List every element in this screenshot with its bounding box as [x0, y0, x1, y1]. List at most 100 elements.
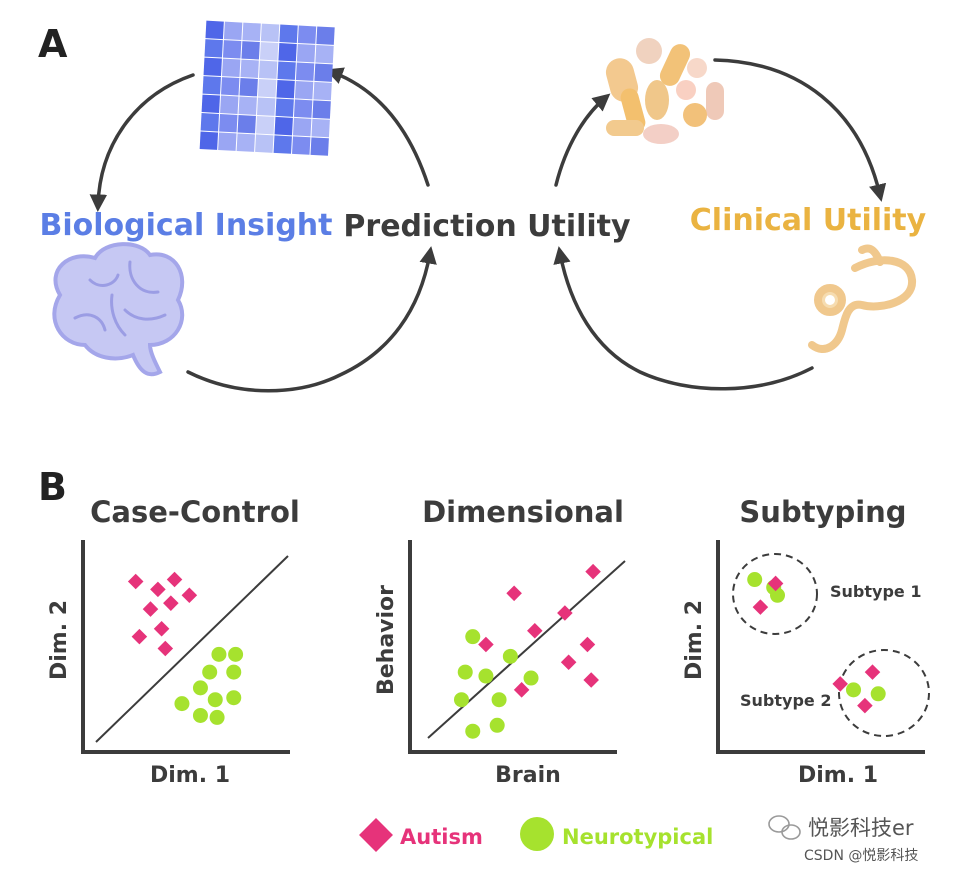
plot-title: Subtyping	[739, 495, 906, 529]
decision-boundary	[95, 555, 289, 743]
matrix-cell	[236, 133, 256, 152]
autism-point	[583, 672, 599, 688]
matrix-cell	[199, 131, 219, 150]
matrix-cell	[218, 132, 237, 151]
panel-a-label: A	[38, 22, 68, 66]
matrix-cell	[256, 115, 275, 135]
neurotypical-point	[502, 648, 518, 664]
matrix-cell	[310, 137, 329, 156]
watermark: 悦影科技er CSDN @悦影科技	[768, 815, 918, 864]
stethoscope-icon	[808, 244, 916, 353]
matrix-icon	[199, 20, 335, 156]
matrix-cell	[313, 81, 332, 101]
plot-axes	[81, 540, 290, 754]
wechat-icon	[768, 815, 801, 840]
neurotypical-legend-marker	[520, 817, 554, 851]
matrix-cell	[260, 23, 280, 42]
plot-title: Case-Control	[90, 495, 300, 529]
matrix-cell	[312, 100, 331, 119]
matrix-cell	[203, 57, 222, 77]
subtype-1-label: Subtype 1	[830, 582, 921, 601]
matrix-cell	[293, 99, 313, 118]
autism-point	[752, 599, 769, 615]
matrix-cell	[205, 20, 224, 40]
neurotypical-point	[211, 646, 227, 662]
left-cycle-arrows	[89, 67, 437, 393]
neurotypical-point	[453, 692, 469, 708]
subtype-1-cluster	[732, 553, 818, 635]
subtyping-plot: Subtyping Subtype 1 Subtype 2 Dim. 1 Dim…	[682, 495, 930, 788]
biological-insight-label: Biological Insight	[40, 208, 333, 243]
neurotypical-point	[478, 668, 494, 684]
matrix-cell	[273, 135, 292, 154]
subtype-2-cluster	[838, 649, 930, 737]
plot-points	[747, 572, 886, 714]
matrix-cell	[202, 76, 221, 95]
matrix-cell	[277, 61, 296, 80]
right-cycle-arrows	[553, 58, 887, 391]
matrix-cell	[258, 60, 278, 79]
matrix-cell	[275, 98, 294, 117]
matrix-cell	[316, 26, 335, 45]
autism-point	[767, 575, 784, 592]
autism-point	[557, 605, 573, 621]
autism-point	[513, 682, 530, 698]
neurotypical-point	[770, 587, 785, 603]
matrix-cell	[221, 77, 240, 96]
neurotypical-point	[747, 572, 763, 588]
plot-title: Dimensional	[422, 495, 624, 529]
plot-points	[453, 563, 601, 739]
neurotypical-point	[491, 692, 507, 708]
neurotypical-point	[228, 646, 244, 662]
neurotypical-point	[209, 709, 225, 725]
matrix-cell	[200, 113, 220, 132]
brain-icon	[52, 242, 185, 377]
matrix-cell	[295, 62, 315, 81]
autism-point	[506, 585, 522, 602]
matrix-cell	[257, 79, 277, 98]
neurotypical-point	[465, 629, 481, 645]
prediction-utility-label: Prediction Utility	[343, 209, 631, 244]
neurotypical-point	[846, 682, 861, 698]
matrix-cell	[222, 40, 242, 59]
autism-point	[131, 628, 148, 645]
matrix-cell	[204, 39, 223, 58]
autism-point	[832, 676, 848, 692]
regression-line	[427, 560, 626, 739]
neurotypical-legend-label: Neurotypical	[562, 825, 713, 849]
plot-axes	[716, 540, 925, 754]
x-axis-label: Dim. 1	[150, 763, 230, 788]
matrix-cell	[311, 118, 330, 138]
autism-point	[864, 664, 881, 680]
neurotypical-point	[457, 664, 473, 680]
matrix-cell	[255, 134, 274, 153]
matrix-cell	[274, 116, 293, 136]
autism-point	[150, 581, 166, 598]
plot-axes	[408, 540, 617, 754]
neurotypical-point	[192, 707, 208, 723]
matrix-cell	[241, 41, 260, 60]
matrix-cell	[296, 44, 316, 63]
case-control-plot: Case-Control Dim. 1 Dim. 2	[47, 495, 300, 788]
matrix-cell	[238, 96, 257, 115]
matrix-cell	[222, 58, 241, 77]
clinical-utility-label: Clinical Utility	[690, 203, 927, 238]
autism-point	[153, 620, 170, 637]
matrix-cell	[237, 114, 256, 134]
matrix-cell	[297, 25, 317, 44]
autism-point	[127, 573, 144, 590]
watermark-main: 悦影科技er	[808, 816, 914, 840]
matrix-cell	[314, 63, 333, 82]
neurotypical-point	[465, 723, 481, 739]
matrix-cell	[315, 44, 334, 64]
autism-point	[857, 697, 873, 714]
matrix-cell	[223, 21, 243, 41]
pills-icon	[605, 38, 724, 144]
matrix-cell	[201, 94, 220, 113]
autism-point	[579, 636, 596, 653]
autism-point	[181, 587, 198, 604]
legend: Autism Neurotypical	[359, 817, 713, 852]
matrix-cell	[239, 78, 258, 97]
autism-legend-label: Autism	[400, 825, 483, 849]
